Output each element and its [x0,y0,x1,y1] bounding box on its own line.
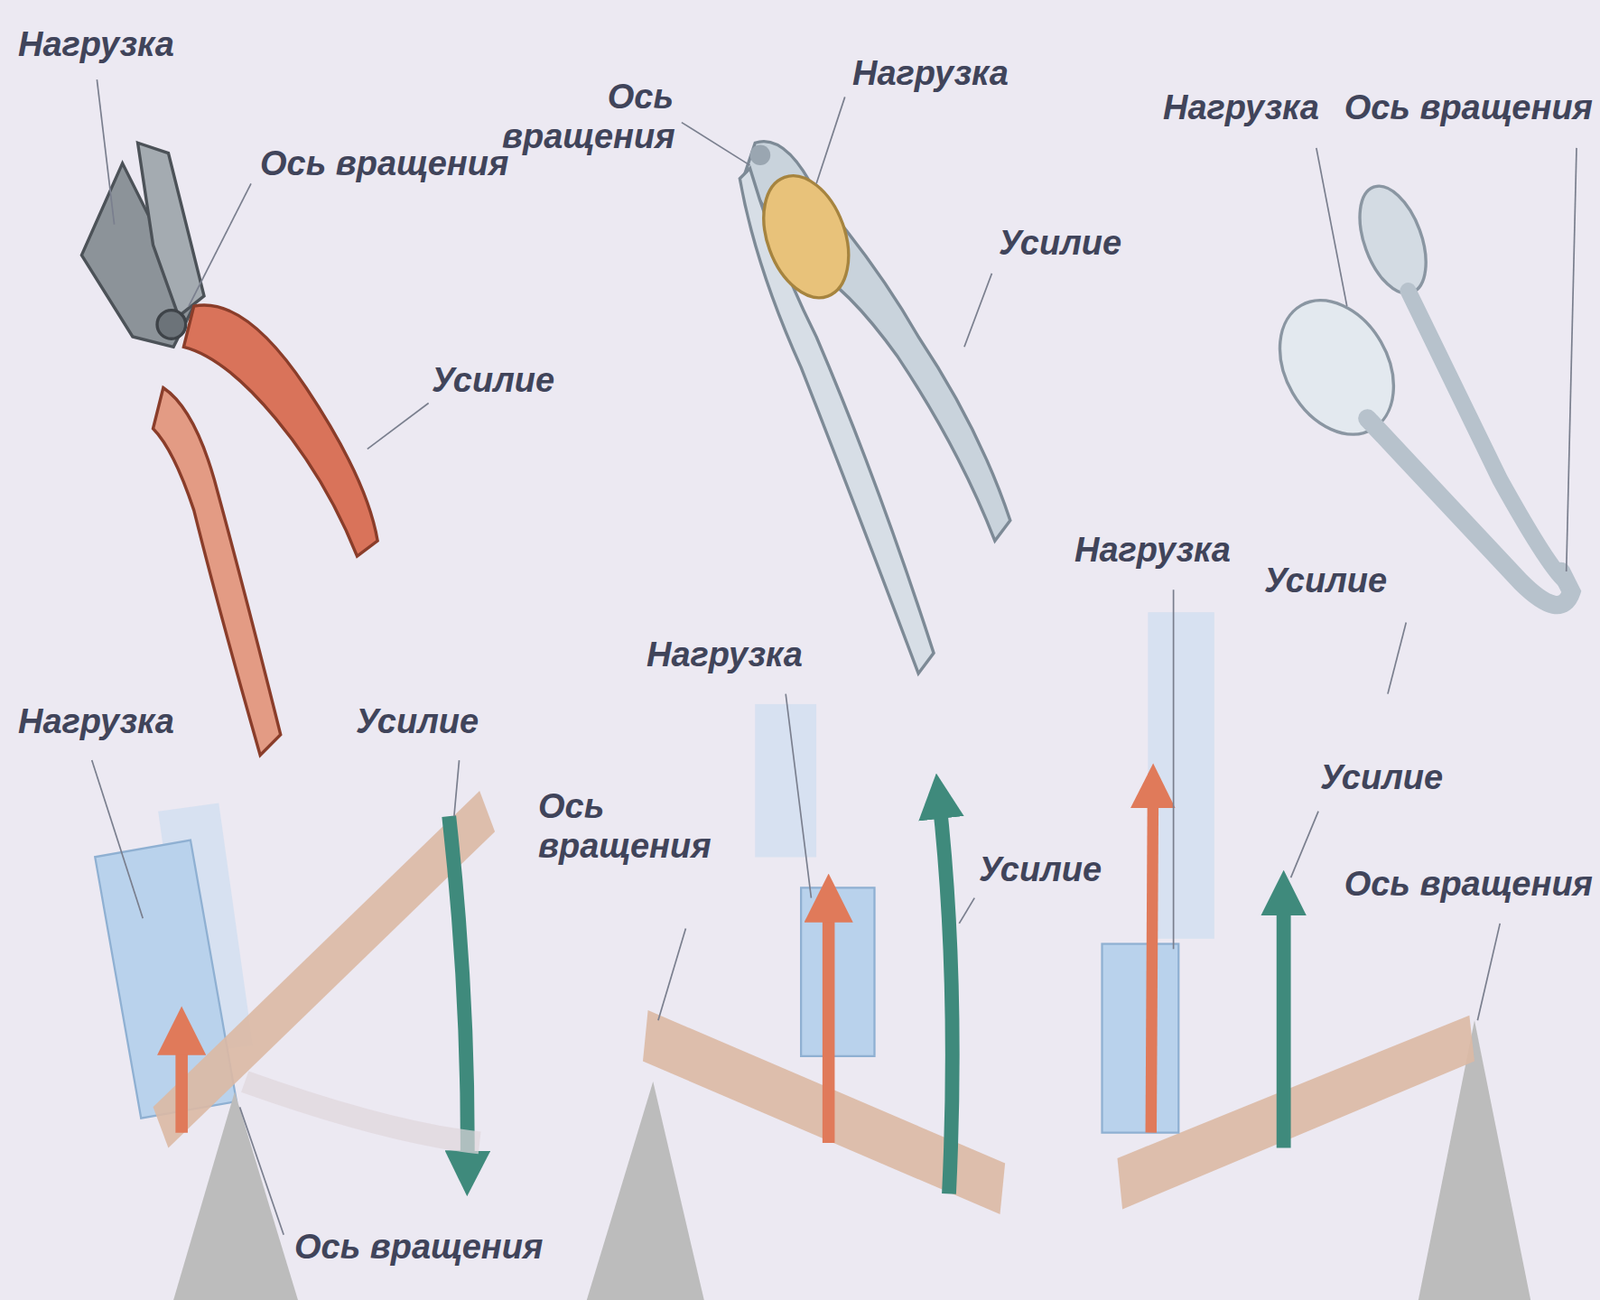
part-label: Ось вращения [1344,865,1593,905]
lever-second-class [586,704,1005,1300]
part-label: Ось вращения [502,77,674,157]
part-label: Усилие [998,223,1122,264]
part-label: Усилие [431,361,555,401]
part-label: Нагрузка [852,54,1009,94]
part-label: Нагрузка [1074,530,1231,571]
part-label: Усилие [1264,561,1387,602]
pliers [81,142,378,755]
part-label: Ось вращения [538,787,710,866]
part-label: Усилие [978,850,1102,891]
leader-lines [92,79,1577,1235]
part-label: Ось вращения [260,144,509,185]
nutcracker [739,141,1010,674]
part-label: Нагрузка [18,702,175,743]
part-label: Нагрузка [646,635,803,676]
part-label: Нагрузка [18,25,175,66]
spoon-tongs [1256,176,1572,605]
part-label: Ось вращения [294,1227,543,1268]
part-label: Ось вращения [1344,88,1593,129]
part-label: Усилие [1320,758,1443,799]
part-label: Усилие [355,702,479,743]
part-label: Нагрузка [1162,88,1320,129]
lever-third-class [1102,612,1532,1300]
lever-first-class [94,790,495,1300]
